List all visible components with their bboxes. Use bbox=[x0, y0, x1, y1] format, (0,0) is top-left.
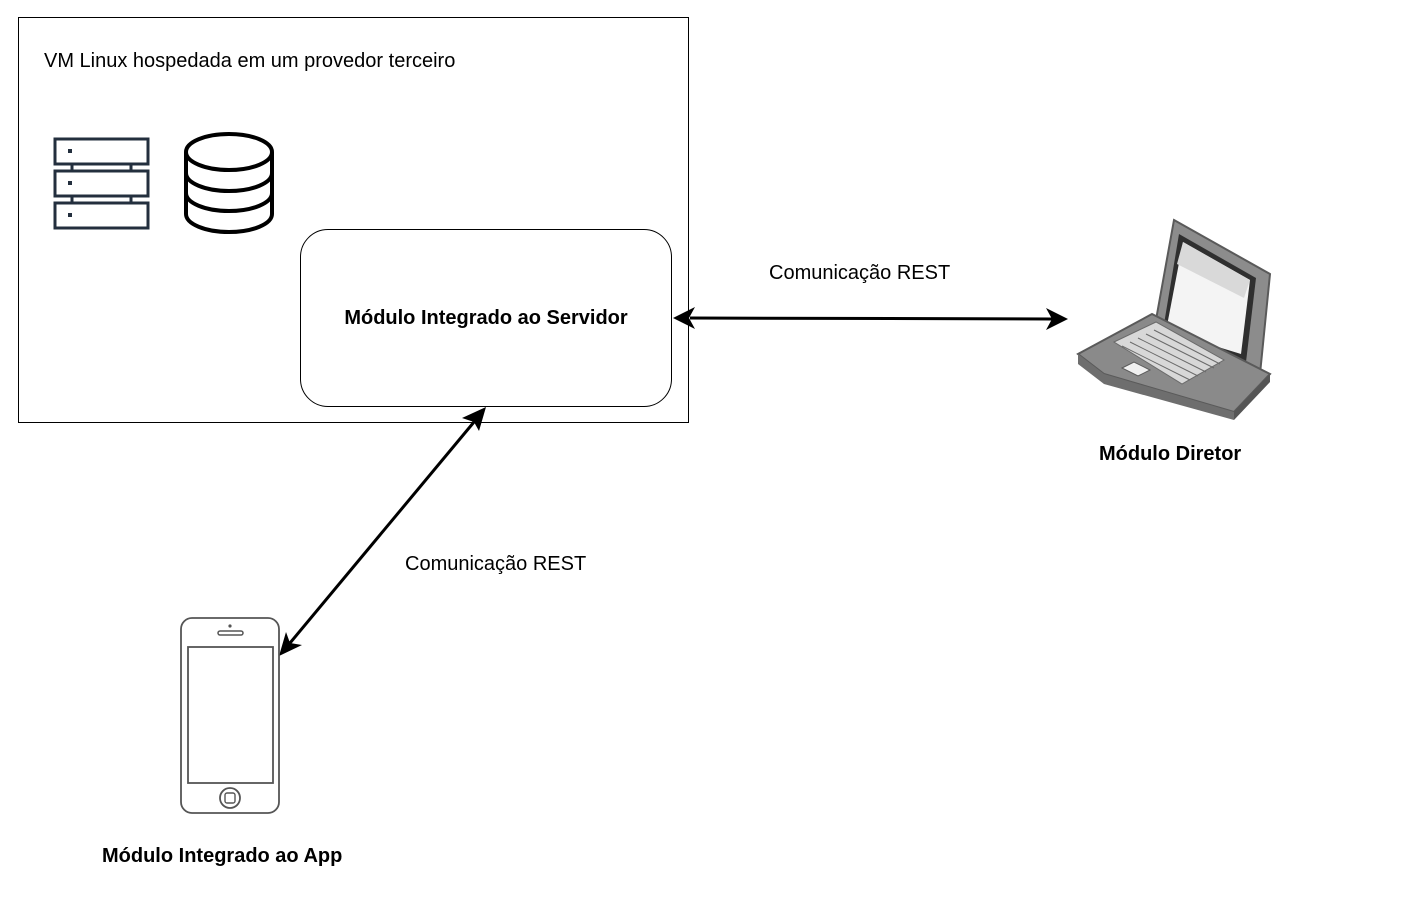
vm-title: VM Linux hospedada em um provedor tercei… bbox=[44, 50, 456, 72]
laptop-icon bbox=[1076, 218, 1272, 420]
database-icon bbox=[184, 132, 274, 234]
director-module-label: Módulo Diretor bbox=[1099, 443, 1242, 465]
app-module-label: Módulo Integrado ao App bbox=[102, 845, 343, 867]
server-module-node: Módulo Integrado ao Servidor bbox=[300, 229, 672, 407]
arrowhead-server-left bbox=[673, 307, 695, 329]
arrowhead-app bbox=[279, 632, 302, 656]
edge-server-app bbox=[288, 421, 476, 644]
edge-label-server-director: Comunicação REST bbox=[769, 262, 951, 284]
edge-server-director bbox=[689, 316, 1053, 321]
arrowhead-server-bottom bbox=[462, 407, 486, 431]
server-module-label: Módulo Integrado ao Servidor bbox=[344, 306, 628, 329]
arrowhead-director bbox=[1046, 308, 1068, 330]
edge-label-server-app: Comunicação REST bbox=[405, 553, 587, 575]
smartphone-icon bbox=[180, 617, 280, 814]
server-rack-icon bbox=[53, 137, 150, 230]
